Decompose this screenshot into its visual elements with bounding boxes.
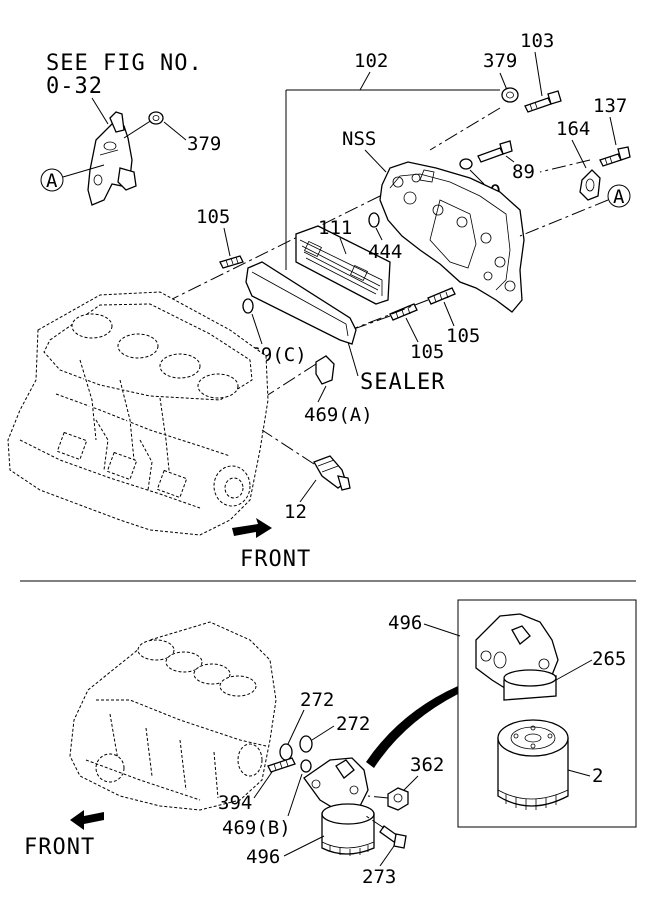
bolt-103 [524,90,562,113]
oil-cooler-element-111 [295,225,391,305]
washer-379-upper [501,87,519,103]
detail-box [457,599,637,828]
oil-cooler-housing [379,161,525,313]
cylinder-block-bottom [69,621,277,811]
washer-379-left [148,111,164,125]
oring-272-b [299,735,313,753]
label-272-b: 272 [336,713,370,735]
callout-a-left-circle [40,168,64,192]
top-diagram: SEE FIG NO. 0-32 379 A 103 379 102 137 1… [7,30,631,572]
label-496-lower: 496 [246,846,280,868]
oring-272-a [279,743,293,761]
bolt-89 [477,140,513,163]
oring-469c [242,298,254,314]
label-164: 164 [556,118,590,140]
label-102: 102 [354,50,388,72]
callout-a-right: A [613,186,625,208]
filter-assembly-bottom [303,757,375,856]
label-469b: 469(B) [222,817,291,839]
label-89: 89 [512,161,535,183]
stud-394 [267,757,296,773]
label-496-upper: 496 [388,612,422,634]
label-2: 2 [592,765,603,787]
label-111: 111 [318,217,352,239]
callout-a-left: A [46,170,58,192]
label-469a: 469(A) [304,404,373,426]
label-12: 12 [284,501,307,523]
callout-a-right-circle [607,184,631,208]
oring-469b [300,759,312,773]
oring-444 [368,212,380,228]
oring-469a [315,355,335,385]
oil-filter-cartridge [497,719,569,810]
thermostat-housing [87,111,137,206]
label-105-lower: 105 [410,341,444,363]
label-272-a: 272 [300,689,334,711]
label-265: 265 [592,648,626,670]
label-front-top: FRONT [240,547,311,572]
washer-90 [459,158,473,170]
see-fig-number: 0-32 [46,74,103,99]
label-137: 137 [593,95,627,117]
label-nss: NSS [342,128,376,150]
label-103: 103 [520,30,554,52]
label-273: 273 [362,866,396,888]
front-arrow-top [232,518,272,538]
sealer-bead [245,261,357,345]
label-105-left: 105 [196,206,230,228]
fitting-12 [313,455,351,491]
label-394: 394 [218,792,252,814]
bolt-137 [599,146,631,167]
label-379-left: 379 [187,133,221,155]
cylinder-block-top [7,291,269,536]
front-arrow-bottom [70,810,104,830]
filter-head-detail [475,613,559,701]
label-444: 444 [368,241,402,263]
detail-pointer [366,686,458,768]
label-105-right: 105 [446,325,480,347]
label-362: 362 [410,754,444,776]
bottom-diagram: 496 265 [24,599,637,888]
stud-105-right [427,287,456,305]
nut-362 [387,787,409,811]
label-front-bottom: FRONT [24,835,95,860]
bolt-273 [379,825,407,849]
stud-105-lower [389,303,418,321]
label-379-upper: 379 [483,50,517,72]
stud-105-left [219,255,244,269]
gasket-164 [579,169,601,201]
label-sealer: SEALER [360,370,445,395]
see-fig-label: SEE FIG NO. [46,51,203,76]
